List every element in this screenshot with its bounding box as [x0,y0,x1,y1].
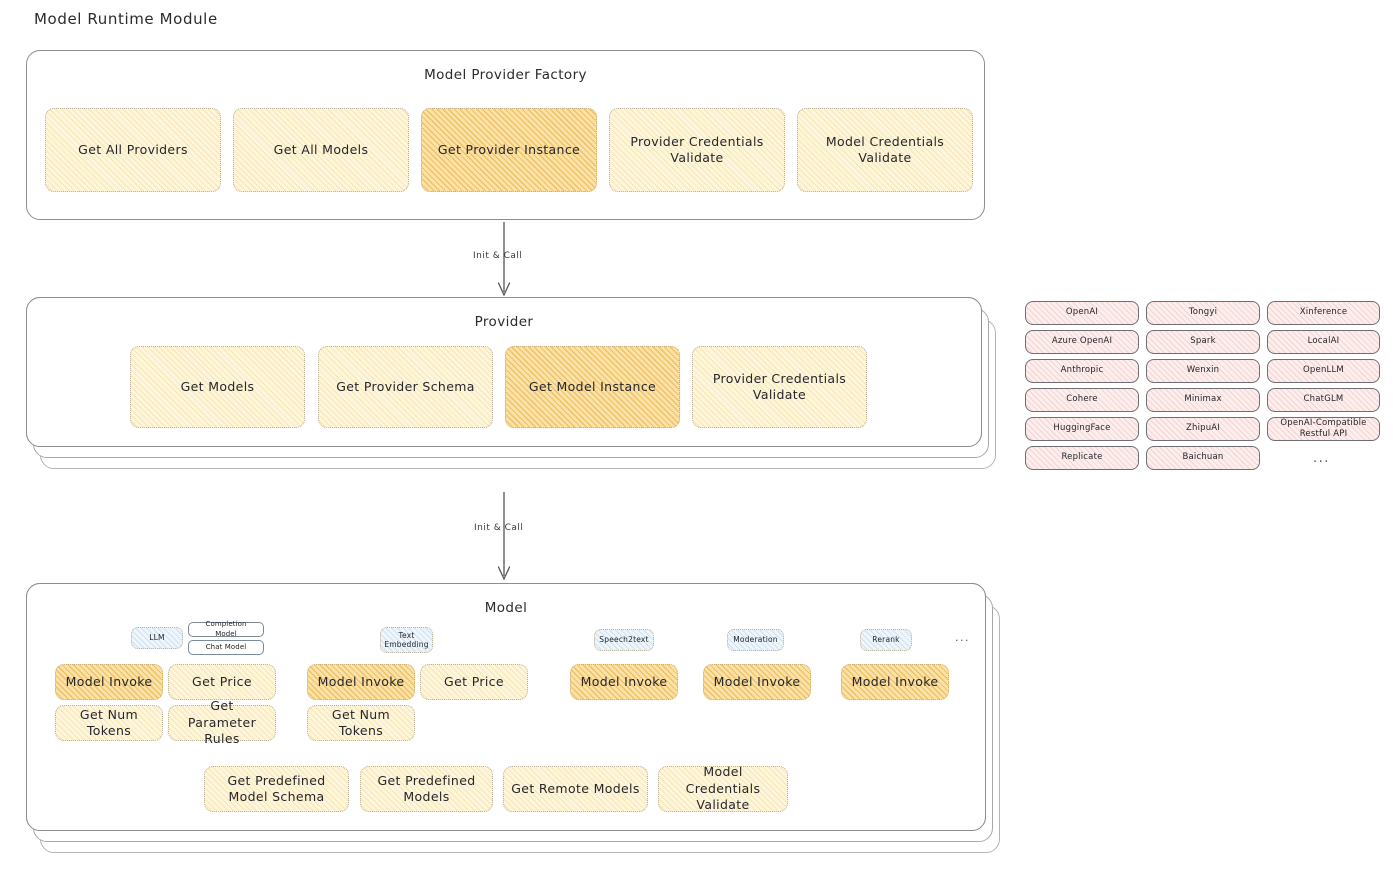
model-type-badge-text-embedding[interactable]: Text Embedding [380,627,433,653]
common-op-get-predefined-models[interactable]: Get Predefined Models [360,766,493,812]
factory-node-provider-credentials-validate[interactable]: Provider Credentials Validate [609,108,785,192]
provider-chip-spark[interactable]: Spark [1146,330,1260,354]
model-provider-factory-card: Model Provider Factory Get All Providers… [26,50,985,220]
moderation-op-model-invoke[interactable]: Model Invoke [703,664,811,700]
page-title: Model Runtime Module [34,10,218,28]
model-type-badge-moderation[interactable]: Moderation [727,629,784,651]
provider-node-get-model-instance[interactable]: Get Model Instance [505,346,680,428]
arrow-label-init-call-2: Init & Call [474,523,524,533]
arrow-factory-to-provider [497,222,511,297]
provider-chip-replicate[interactable]: Replicate [1025,446,1139,470]
provider-chip-baichuan[interactable]: Baichuan [1146,446,1260,470]
speech2text-op-model-invoke[interactable]: Model Invoke [570,664,678,700]
provider-chip-wenxin[interactable]: Wenxin [1146,359,1260,383]
factory-node-get-all-providers[interactable]: Get All Providers [45,108,221,192]
arrow-provider-to-model [497,492,511,581]
provider-chip-anthropic[interactable]: Anthropic [1025,359,1139,383]
llm-op-model-invoke[interactable]: Model Invoke [55,664,163,700]
factory-title: Model Provider Factory [424,67,587,83]
provider-chip-openai[interactable]: OpenAI [1025,301,1139,325]
llm-op-get-price[interactable]: Get Price [168,664,276,700]
provider-list-more: ... [1313,451,1330,466]
llm-op-get-num-tokens[interactable]: Get Num Tokens [55,705,163,741]
provider-chip-chatglm[interactable]: ChatGLM [1267,388,1380,412]
factory-node-model-credentials-validate[interactable]: Model Credentials Validate [797,108,973,192]
model-type-badge-llm[interactable]: LLM [131,627,183,649]
provider-node-get-models[interactable]: Get Models [130,346,305,428]
model-type-badge-speech2text[interactable]: Speech2text [594,629,654,651]
factory-node-get-all-models[interactable]: Get All Models [233,108,409,192]
provider-chip-zhipuai[interactable]: ZhipuAI [1146,417,1260,441]
provider-chip-cohere[interactable]: Cohere [1025,388,1139,412]
model-type-badge-rerank[interactable]: Rerank [860,629,912,651]
common-op-get-predefined-model-schema[interactable]: Get Predefined Model Schema [204,766,349,812]
provider-chip-tongyi[interactable]: Tongyi [1146,301,1260,325]
provider-chip-minimax[interactable]: Minimax [1146,388,1260,412]
provider-card: Provider Get Models Get Provider Schema … [26,297,982,447]
rerank-op-model-invoke[interactable]: Model Invoke [841,664,949,700]
model-card: Model LLM Completion Model Chat Model Te… [26,583,986,831]
model-title: Model [484,600,528,616]
provider-chip-openllm[interactable]: OpenLLM [1267,359,1380,383]
provider-chip-xinference[interactable]: Xinference [1267,301,1380,325]
common-op-model-credentials-validate[interactable]: Model Credentials Validate [658,764,788,812]
provider-chip-localai[interactable]: LocalAI [1267,330,1380,354]
provider-list: OpenAI Azure OpenAI Anthropic Cohere Hug… [1025,301,1380,476]
provider-node-get-provider-schema[interactable]: Get Provider Schema [318,346,493,428]
model-subtype-chat-model[interactable]: Chat Model [188,640,264,655]
provider-chip-azure-openai[interactable]: Azure OpenAI [1025,330,1139,354]
factory-node-get-provider-instance[interactable]: Get Provider Instance [421,108,597,192]
model-types-more: ... [955,631,970,644]
provider-title: Provider [474,314,534,330]
llm-op-get-parameter-rules[interactable]: Get Parameter Rules [168,698,276,746]
provider-node-provider-credentials-validate[interactable]: Provider Credentials Validate [692,346,867,428]
model-subtype-completion-model[interactable]: Completion Model [188,620,264,638]
arrow-label-init-call-1: Init & Call [473,251,523,261]
common-op-get-remote-models[interactable]: Get Remote Models [503,766,648,812]
embedding-op-model-invoke[interactable]: Model Invoke [307,664,415,700]
embedding-op-get-num-tokens[interactable]: Get Num Tokens [307,705,415,741]
provider-chip-huggingface[interactable]: HuggingFace [1025,417,1139,441]
provider-chip-openai-compatible-restful-api[interactable]: OpenAI-Compatible Restful API [1267,417,1380,441]
embedding-op-get-price[interactable]: Get Price [420,664,528,700]
